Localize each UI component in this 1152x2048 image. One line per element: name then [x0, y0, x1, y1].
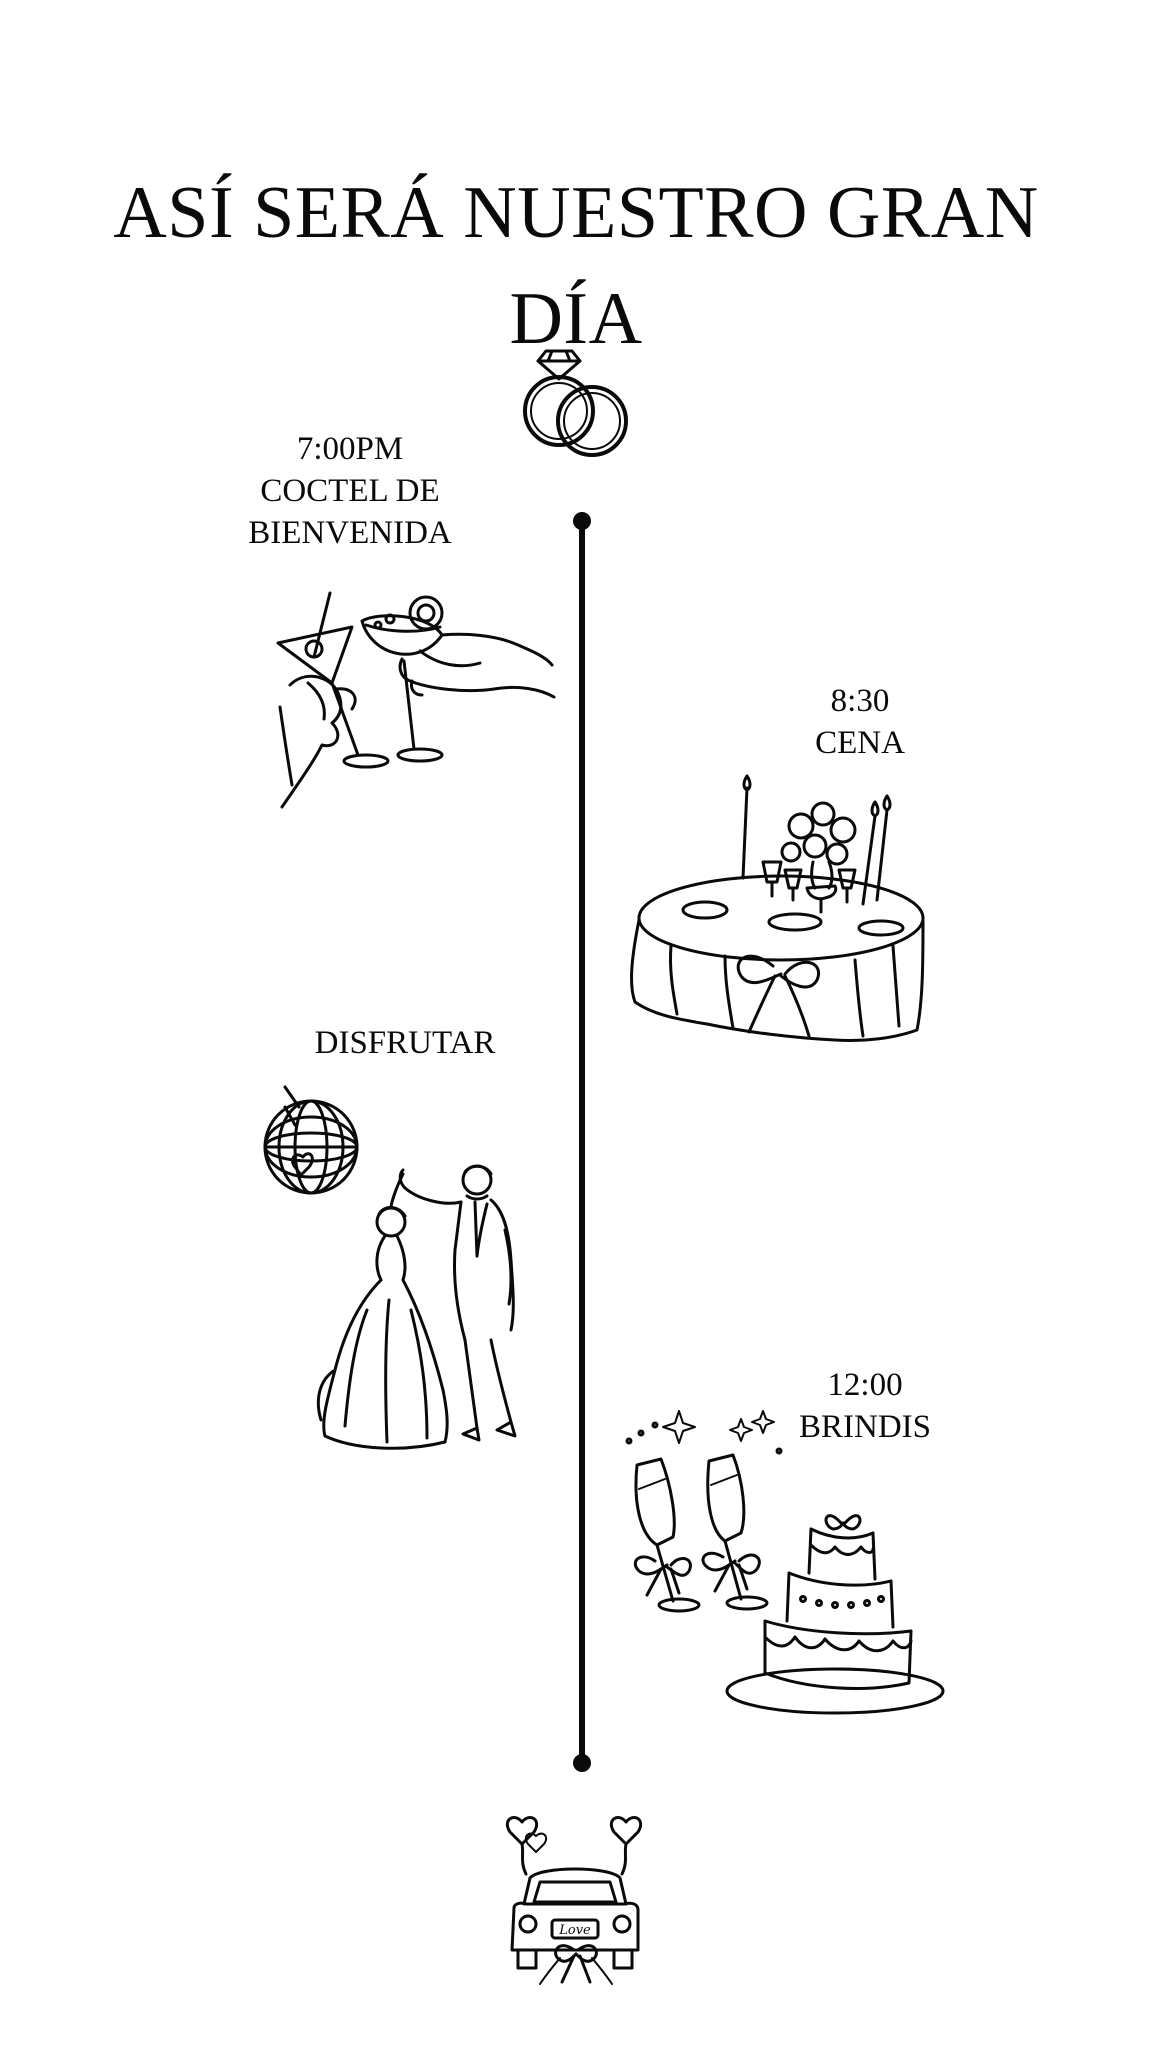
disco-ball-icon	[263, 1085, 359, 1195]
event-cocktail: 7:00PM COCTEL DE BIENVENIDA	[200, 428, 500, 554]
timeline-start-dot	[573, 512, 591, 530]
dinner-table-icon	[630, 774, 925, 1042]
event-cocktail-label-2: BIENVENIDA	[248, 515, 452, 551]
event-toast: 12:00 BRINDIS	[775, 1364, 955, 1448]
timeline-end-dot	[573, 1754, 591, 1772]
event-dinner-label: CENA	[815, 725, 905, 761]
page-title-line-2: DÍA	[509, 277, 643, 360]
event-dinner-time: 8:30	[830, 683, 890, 719]
just-married-car-icon: Love	[505, 1816, 643, 1985]
event-cocktail-time: 7:00PM	[296, 431, 404, 467]
event-dance: DISFRUTAR	[280, 1022, 530, 1064]
event-dinner: 8:30 CENA	[780, 680, 940, 764]
timeline	[570, 512, 594, 1772]
wedding-rings-icon	[523, 349, 628, 457]
champagne-cake-icon	[625, 1410, 945, 1715]
dancing-couple-icon	[316, 1164, 517, 1450]
event-toast-time: 12:00	[827, 1367, 903, 1403]
page-title: ASÍ SERÁ NUESTRO GRAN DÍA	[0, 160, 1152, 372]
cocktail-toast-icon	[276, 591, 556, 809]
page-title-line-1: ASÍ SERÁ NUESTRO GRAN	[113, 171, 1039, 254]
event-dance-label: DISFRUTAR	[314, 1025, 496, 1061]
car-plate-text: Love	[558, 1923, 591, 1938]
event-cocktail-label-1: COCTEL DE	[260, 473, 440, 509]
timeline-line	[579, 520, 585, 1766]
event-toast-label: BRINDIS	[798, 1409, 932, 1445]
